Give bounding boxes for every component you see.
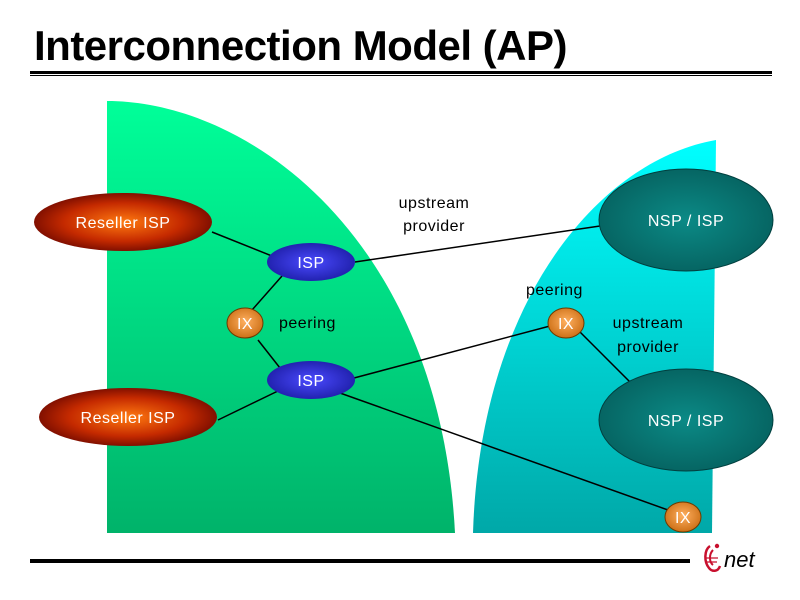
link-isp-top-nsp-top	[354, 225, 601, 263]
upstream-provider-top-line2: provider	[403, 218, 465, 235]
inet-logo: net	[704, 543, 755, 572]
nsp-isp-top-label: NSP / ISP	[648, 213, 724, 230]
upstream-provider-right-line1: upstream	[613, 315, 684, 332]
link-isp-top-ix-left	[251, 275, 283, 311]
link-isp-bottom-ix-mid	[353, 325, 551, 379]
link-ix-left-isp-bottom	[257, 339, 281, 369]
ix-bottom-right-node: IX	[664, 501, 702, 533]
ix-mid-node: IX	[547, 307, 585, 339]
reseller-isp-bottom-label: Reseller ISP	[81, 410, 176, 427]
upstream-provider-right-line2: provider	[617, 339, 679, 356]
upstream-provider-top-line1: upstream	[399, 195, 470, 212]
slide-title: Interconnection Model (AP)	[34, 22, 568, 69]
footer-rule	[30, 559, 690, 563]
title-underline-thin	[30, 75, 772, 76]
reseller-isp-top-node: Reseller ISP	[34, 193, 212, 251]
link-ix-mid-nsp-bottom	[579, 331, 631, 383]
link-reseller-top-isp-top	[211, 231, 273, 257]
reseller-isp-top-label: Reseller ISP	[76, 215, 171, 232]
connection-lines	[211, 225, 669, 511]
ix-left-node: IX	[226, 307, 264, 339]
logo-mark-icon	[704, 543, 722, 572]
link-isp-bottom-ix-bottom-right	[339, 392, 669, 511]
isp-bottom-label: ISP	[297, 373, 324, 390]
title-underline	[30, 71, 772, 74]
ix-left-label: IX	[237, 316, 253, 333]
isp-bottom-node: ISP	[267, 361, 355, 399]
ix-bottom-right-label: IX	[675, 510, 691, 527]
link-reseller-bottom-isp-bottom	[217, 389, 281, 421]
nsp-isp-bottom-label: NSP / ISP	[648, 413, 724, 430]
isp-top-node: ISP	[267, 243, 355, 281]
logo-text: net	[724, 547, 755, 572]
peering-left-label: peering	[279, 315, 336, 332]
reseller-isp-bottom-node: Reseller ISP	[39, 388, 217, 446]
isp-top-label: ISP	[297, 255, 324, 272]
nsp-isp-top-node: NSP / ISP	[598, 168, 774, 272]
nsp-isp-bottom-node: NSP / ISP	[598, 368, 774, 472]
peering-right-label: peering	[526, 282, 583, 299]
ix-mid-label: IX	[558, 316, 574, 333]
